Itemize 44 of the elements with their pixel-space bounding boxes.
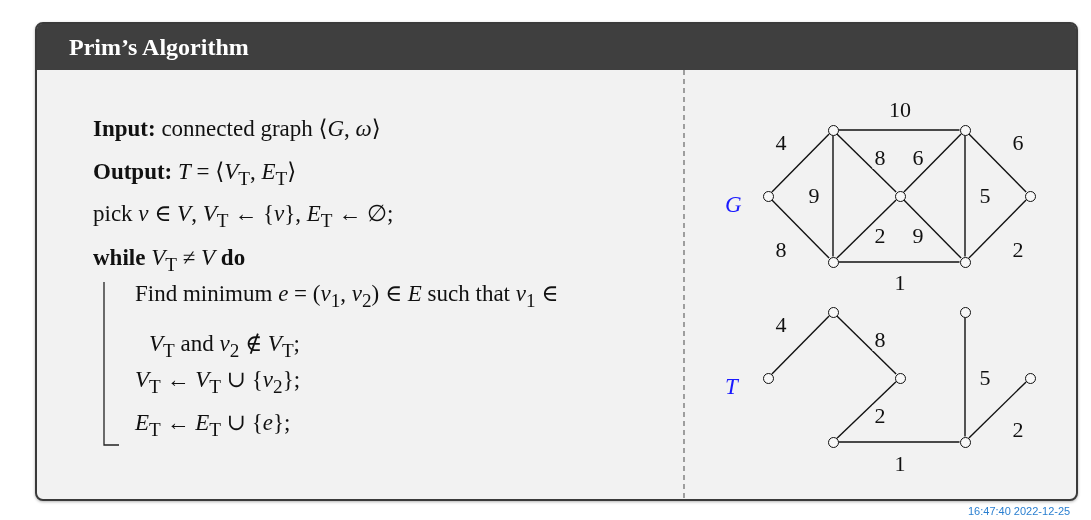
graph-edge	[771, 315, 830, 375]
graph-edge	[903, 133, 962, 193]
graph-edge	[836, 133, 897, 193]
graph-edge	[832, 134, 834, 258]
graph-edge	[837, 129, 961, 131]
graph-edge	[968, 199, 1027, 259]
algorithm-panel	[35, 22, 1078, 501]
graph-vertex	[762, 372, 774, 384]
pseudocode-line: while V$_{T}$ ≠ V do	[93, 244, 246, 277]
graph-name: G	[725, 191, 742, 219]
graph-edge	[771, 133, 830, 193]
graph-edge	[968, 133, 1027, 193]
graph-vertex	[894, 190, 906, 202]
graph-edge	[771, 199, 830, 259]
graph-vertex	[959, 306, 971, 318]
graph-edge	[903, 199, 962, 259]
graph-vertex	[827, 124, 839, 136]
pseudocode-line: Find minimum e = (v$_{1}$, v$_{2}$) ∈ E such that v$_{1}$ ∈ V$_{T}$ and v$_{2}$ ∉ V$_{T}$;	[135, 280, 559, 363]
pseudocode-line: pick v ∈ V, V$_{T}$ ← {v}, E$_{T}$ ← ∅;	[93, 200, 394, 233]
graph-vertex	[1024, 190, 1036, 202]
graph-vertex	[827, 306, 839, 318]
graph-vertex	[959, 124, 971, 136]
graph-edge	[836, 199, 897, 259]
graph-edge	[836, 315, 897, 375]
graph-vertex	[827, 256, 839, 268]
graph-vertex	[894, 372, 906, 384]
pseudocode-line: Input: connected graph ⟨G, ω⟩	[93, 115, 381, 143]
title-bar: Prim’s Algorithm	[37, 24, 1076, 70]
graph-vertex	[959, 436, 971, 448]
graph-edge	[968, 381, 1027, 439]
graph-vertex	[762, 190, 774, 202]
pseudocode-line: E$_{T}$ ← E$_{T}$ ∪ {e};	[135, 409, 291, 442]
graph-edge	[836, 381, 897, 439]
graph-vertex	[827, 436, 839, 448]
graph-edge	[837, 441, 961, 443]
pseudocode-line: Output: T = ⟨V$_{T}$, E$_{T}$⟩	[93, 158, 297, 191]
pseudocode-line: V$_{T}$ ← V$_{T}$ ∪ {v$_{2}$};	[135, 366, 301, 399]
graph-name: T	[725, 373, 738, 401]
graph-edge	[964, 134, 966, 258]
graph-vertex	[959, 256, 971, 268]
graph-edge	[837, 261, 961, 263]
graph-edge	[964, 316, 966, 438]
graph-vertex	[1024, 372, 1036, 384]
timestamp: 16:47:40 2022-12-25	[968, 504, 1071, 518]
